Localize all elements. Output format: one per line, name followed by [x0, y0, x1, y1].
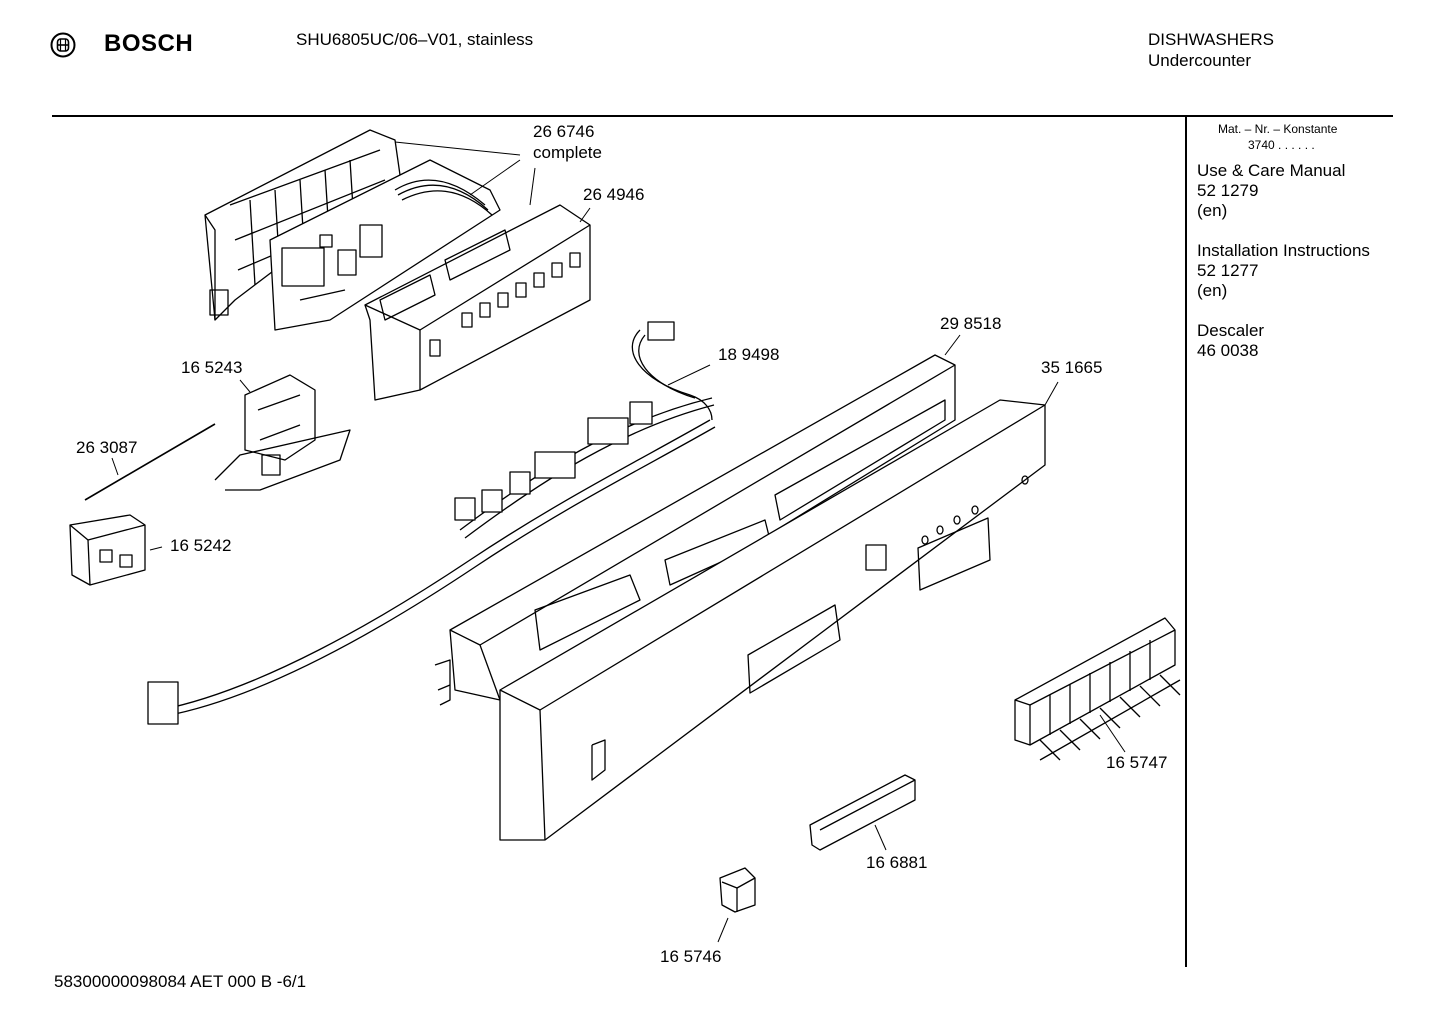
doc-use-care-lang: (en) [1197, 201, 1228, 220]
part-label-263087: 26 3087 [76, 438, 138, 457]
doc-installation-number: 52 1277 [1197, 261, 1259, 280]
front-control-unit [365, 205, 590, 400]
doc-descaler-title: Descaler [1197, 321, 1265, 340]
doc-use-care-title: Use & Care Manual [1197, 161, 1346, 180]
category-title: DISHWASHERS [1148, 30, 1274, 49]
subcategory-title: Undercounter [1148, 51, 1252, 70]
wiring-harness [148, 322, 715, 724]
doc-descaler-number: 46 0038 [1197, 341, 1259, 360]
spring-rod [85, 424, 215, 500]
push-button-strip [1015, 618, 1180, 760]
bosch-logo-icon [50, 32, 76, 58]
switch-block [70, 515, 145, 585]
inner-control-panel [435, 355, 955, 705]
part-label-166881: 16 6881 [866, 853, 928, 872]
harness-connectors [455, 402, 652, 520]
doc-installation-title: Installation Instructions [1197, 241, 1370, 260]
part-label-351665: 35 1665 [1041, 358, 1103, 377]
doc-use-care-number: 52 1279 [1197, 181, 1259, 200]
part-label-165746: 16 5746 [660, 947, 722, 966]
part-label-298518: 29 8518 [940, 314, 1002, 333]
footer-document-code: 58300000098084 AET 000 B -6/1 [54, 972, 307, 991]
model-title: SHU6805UC/06–V01, stainless [296, 30, 534, 49]
part-label-165747: 16 5747 [1106, 753, 1168, 772]
brand-name: BOSCH [104, 30, 194, 57]
part-label-189498: 18 9498 [718, 345, 780, 364]
leader-lines [112, 142, 1125, 942]
part-label-165242: 16 5242 [170, 536, 232, 555]
mat-number-label: Mat. – Nr. – Konstante [1218, 122, 1338, 136]
front-panel-facia [500, 400, 1045, 840]
cover-strip [810, 775, 915, 850]
control-unit-buttons [462, 253, 580, 327]
facia-indicator-lights [922, 506, 978, 544]
doc-installation-lang: (en) [1197, 281, 1228, 300]
part-label-264946: 26 4946 [583, 185, 645, 204]
part-label-165243: 16 5243 [181, 358, 243, 377]
part-label-266746: 26 6746 [533, 122, 595, 141]
door-switch-housing [215, 375, 350, 490]
control-pcb-board [270, 160, 500, 330]
mat-number-value: 3740 . . . . . . [1248, 138, 1315, 152]
program-knob [720, 868, 755, 912]
part-label-266746-note: complete [533, 143, 602, 162]
